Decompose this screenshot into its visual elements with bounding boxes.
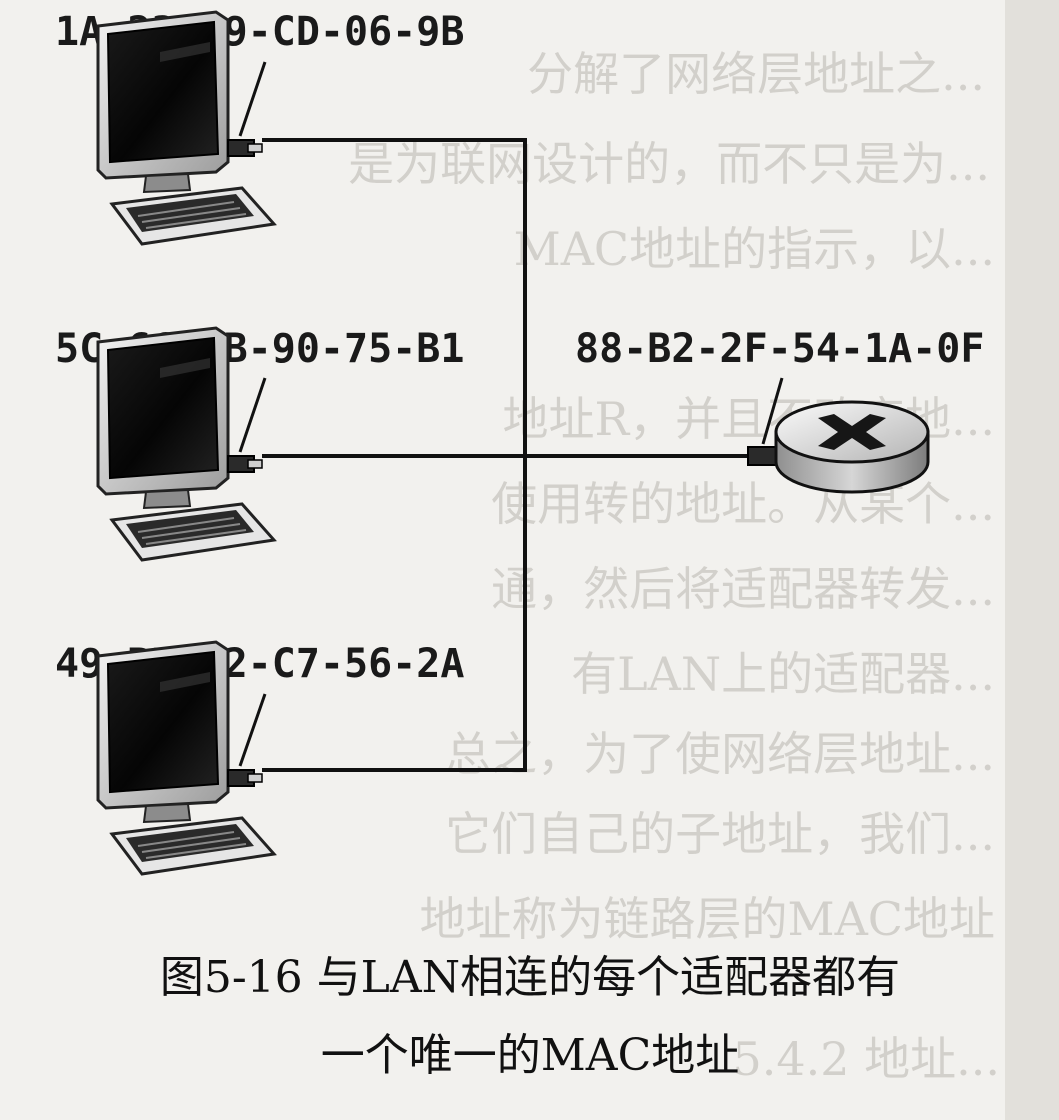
caption-line-1: 图5-16 与LAN相连的每个适配器都有	[160, 952, 900, 1003]
host-1-label-pointer	[238, 61, 267, 137]
router-x-icon	[818, 414, 886, 450]
ghost-line: 通，然后将适配器转发...	[491, 562, 995, 616]
ghost-line: 总之，为了使网络层地址...	[445, 727, 995, 781]
ghost-line: 是为联网设计的，而不只是为...	[348, 137, 990, 191]
ghost-line: 分解了网络层地址之...	[527, 47, 985, 101]
router-mac-label: 88-B2-2F-54-1A-0F	[575, 326, 984, 372]
lan-cabling	[262, 138, 755, 772]
host-2-label-pointer	[238, 377, 267, 453]
ghost-line: 使用转的地址。从某个...	[491, 477, 995, 531]
ghost-line: 有LAN上的适配器...	[571, 647, 995, 701]
router: 88-B2-2F-54-1A-0F	[575, 326, 984, 494]
ghost-line: 它们自己的子地址，我们...	[445, 807, 995, 861]
router-label-pointer	[761, 377, 784, 445]
host-3-label-pointer	[238, 693, 267, 767]
host-1: 1A-23-F9-CD-06-9B	[55, 9, 464, 246]
ghost-line: 5.4.2 地址...	[732, 1032, 1000, 1086]
ghost-line: MAC地址的指示，以...	[514, 222, 995, 276]
router-port	[747, 446, 779, 466]
background-text-block: 分解了网络层地址之... 是为联网设计的，而不只是为... MAC地址的指示，以…	[348, 47, 1000, 1086]
host-3: 49-BD-D2-C7-56-2A	[55, 640, 464, 876]
ghost-line: 地址称为链路层的MAC地址	[419, 892, 995, 946]
figure-caption: 图5-16 与LAN相连的每个适配器都有 一个唯一的MAC地址	[160, 952, 900, 1081]
host-2: 5C-66-AB-90-75-B1	[55, 326, 464, 562]
caption-line-2: 一个唯一的MAC地址	[321, 1030, 740, 1081]
page-edge	[1005, 0, 1059, 1120]
